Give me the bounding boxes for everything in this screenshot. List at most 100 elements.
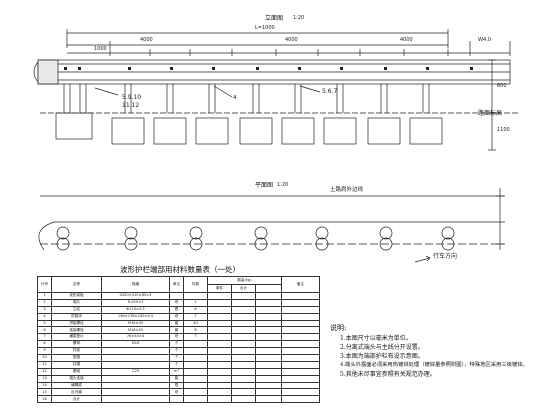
table-cell: 螺母 [51,340,102,349]
dim-mid: 4000 [285,37,298,43]
th-count: 件数 [183,276,208,293]
table-cell: 76×44×4 [101,333,170,342]
ground-label: 路面标高 [478,110,503,117]
table-cell: 8 [183,326,208,335]
table-cell [254,367,283,376]
table-cell: 反光膜 [51,388,102,397]
table-cell [231,326,256,335]
table-cell [281,326,321,335]
table-cell [101,374,170,383]
table-cell: 2 [37,298,52,307]
span-sub: 4000 [140,37,153,43]
table-cell [254,354,283,362]
table-cell [254,312,283,321]
table-cell [231,298,256,307]
table-cell: 10 [37,354,52,362]
table-cell: 个 [169,340,184,349]
table-cell [207,360,232,369]
table-cell: m³ [169,367,184,376]
th-qty-total: 合计 [231,284,256,293]
table-cell [207,354,232,362]
table-cell: 11 [37,360,52,369]
table-cell: 8 [37,340,52,349]
table-cell: 3 [37,305,52,314]
table-title: 波形护栏端部用材料数量表（一处） [120,265,240,274]
table-cell: 个 [169,347,184,356]
table-cell: 垫圈 [51,354,102,362]
table-cell: 1 [37,292,52,300]
table-cell [254,305,283,314]
table-cell [254,333,283,342]
dim-right: 4000 [400,37,413,43]
th-qty-unit: 单件 [207,284,232,293]
table-cell [101,354,170,362]
table-cell [101,360,170,369]
note-1: 1.本图尺寸以毫米为单位。 [340,335,412,342]
table-cell [183,360,208,369]
table-cell [101,388,170,397]
table-cell [231,333,256,342]
span-text: L=1000 [255,25,275,31]
table-cell: M16×35 [101,319,170,328]
traffic-dir-label: 行车方向 [433,253,458,260]
table-cell: 1 [183,298,208,307]
table-cell: 14 [37,381,52,390]
table-cell: 8 [183,305,208,314]
dim-left: 1000 [94,46,107,52]
table-cell [207,347,232,356]
th-spec: 规格 [101,276,170,293]
section-a-label: 5.9.10 [122,94,142,101]
embed-dim: 1100 [497,127,510,133]
table-cell: M16×45 [101,326,170,335]
table-cell: 15 [37,388,52,397]
table-cell [207,374,232,383]
table-cell: 柱帽 [51,360,102,369]
table-cell [281,305,321,314]
table-cell [231,395,256,404]
table-cell [183,388,208,397]
table-cell [281,354,321,362]
table-cell [207,298,232,307]
table-cell [207,388,232,397]
table-cell: 连接螺栓 [51,326,102,335]
table-cell: M16 [101,340,170,349]
table-cell: 根 [169,305,184,314]
elevation-scale: 1:20 [293,15,305,21]
height-dim: 600 [497,83,507,89]
table-cell: C25 [101,367,170,376]
table-cell [254,381,283,390]
table-cell [281,381,321,390]
table-cell: 套 [169,319,184,328]
table-cell [207,312,232,321]
table-cell: 合计 [51,395,102,404]
table-cell: 横隔梁 [51,381,102,390]
table-cell [254,292,283,300]
table-cell [207,319,232,328]
table-cell [183,395,208,404]
table-cell: 块 [169,333,184,342]
table-cell [231,347,256,356]
table-cell [169,292,184,300]
table-cell [254,388,283,397]
table-cell [254,319,283,328]
table-cell: 块 [169,388,184,397]
table-cell: 4 [37,312,52,321]
table-cell: 196×178×200×4.5 [101,312,170,321]
table-cell [207,326,232,335]
table-cell [183,374,208,383]
table-cell: 7 [183,333,208,342]
posts [63,84,430,113]
table-cell [207,292,232,300]
table-cell: 套 [169,326,184,335]
table-cell [281,292,321,300]
